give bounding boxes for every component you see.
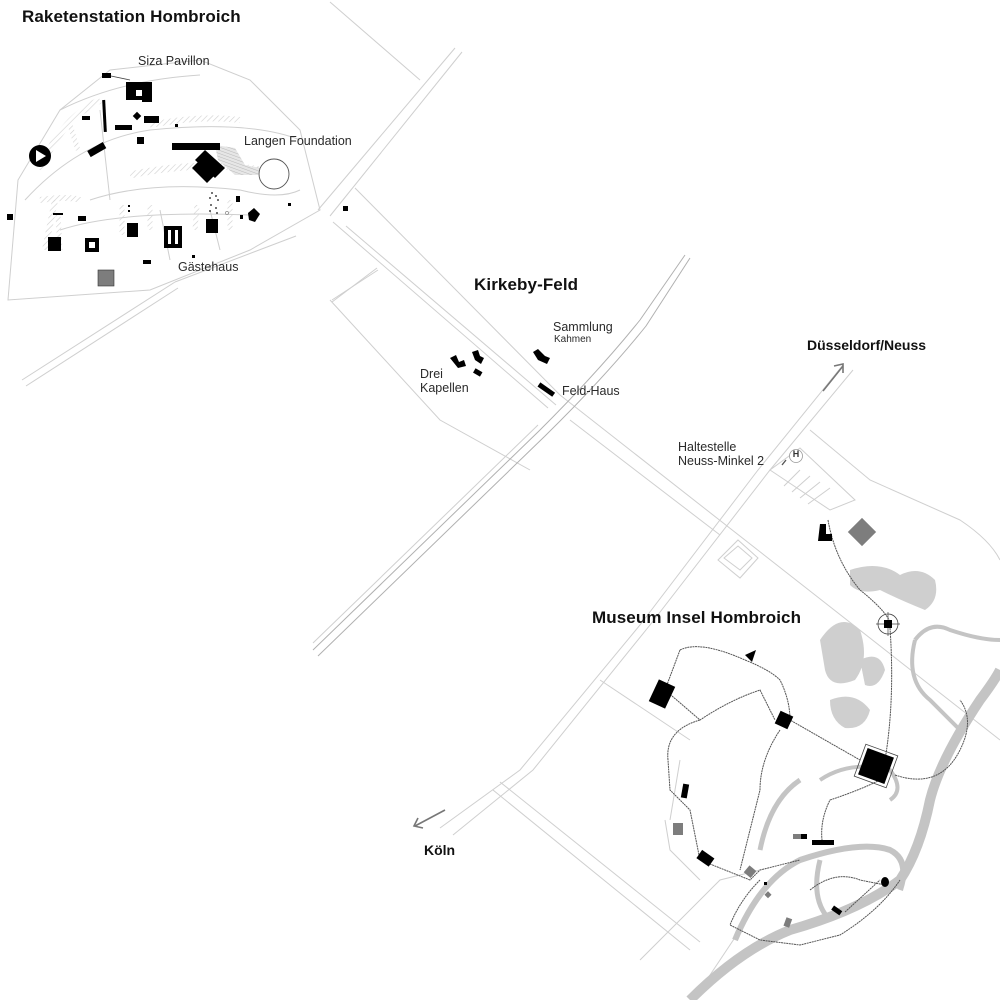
crossing-building bbox=[343, 206, 348, 211]
museum-insel-site bbox=[648, 517, 1000, 1000]
place-label-sammlung: Sammlung bbox=[553, 320, 613, 334]
place-label-gaestehaus: Gästehaus bbox=[178, 260, 239, 274]
place-label-kahmen: Kahmen bbox=[554, 334, 592, 345]
play-circle-icon[interactable] bbox=[29, 145, 51, 167]
haltestelle-line2: Neuss-Minkel 2 bbox=[678, 454, 765, 468]
area-title-raketenstation: Raketenstation Hombroich bbox=[22, 7, 241, 26]
haltestelle-line1: Haltestelle bbox=[678, 440, 737, 454]
place-label-feld-haus: Feld-Haus bbox=[562, 384, 620, 398]
raketenstation-site bbox=[7, 59, 321, 301]
place-label-haltestelle: Haltestelle Neuss-Minkel 2 bbox=[678, 440, 764, 468]
road-network bbox=[21, 1, 1000, 991]
arrow-northeast-icon bbox=[822, 363, 844, 392]
area-title-kirkeby-feld: Kirkeby-Feld bbox=[474, 275, 579, 294]
bus-stop-letter: H bbox=[792, 449, 800, 459]
direction-label-koeln: Köln bbox=[424, 842, 456, 858]
area-title-museum-insel: Museum Insel Hombroich bbox=[592, 608, 802, 627]
place-label-siza-pavillon: Siza Pavillon bbox=[138, 54, 210, 68]
place-label-langen-foundation: Langen Foundation bbox=[244, 134, 352, 148]
drei-kapellen-line2: Kapellen bbox=[420, 381, 469, 395]
arrow-southwest-icon bbox=[412, 809, 446, 829]
place-label-drei-kapellen: Drei Kapellen bbox=[420, 367, 469, 395]
drei-kapellen-line1: Drei bbox=[420, 367, 443, 381]
kirkeby-feld-buildings bbox=[450, 349, 556, 397]
bus-stop-icon bbox=[781, 449, 803, 466]
direction-label-duesseldorf-neuss: Düsseldorf/Neuss bbox=[807, 337, 927, 353]
